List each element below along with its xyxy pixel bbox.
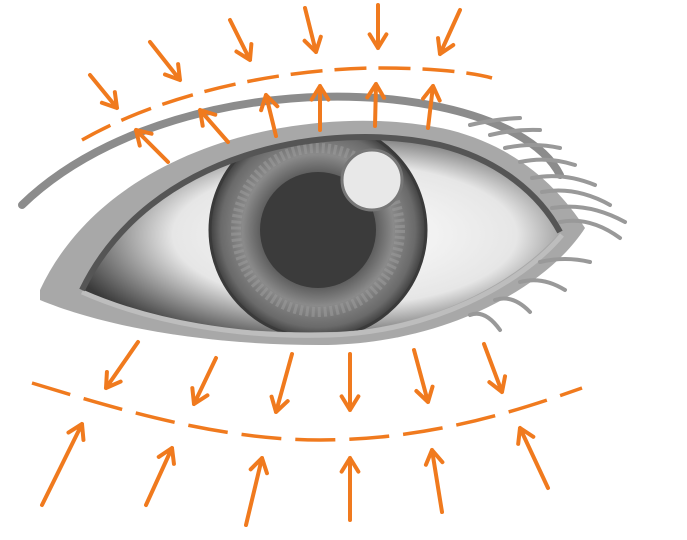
arrow-icon <box>244 456 269 527</box>
arrow-icon <box>228 18 254 62</box>
arrow-icon <box>148 40 182 82</box>
eyelash <box>518 157 577 167</box>
lower-dashed-arc <box>31 381 583 442</box>
eyelash <box>530 174 597 187</box>
arrow-icon <box>516 426 550 490</box>
iris-ring <box>231 143 405 317</box>
arrow-icon <box>482 342 508 394</box>
pupil <box>260 172 376 288</box>
eyelash <box>468 311 502 332</box>
arrow-icon <box>104 340 140 390</box>
arrow-icon <box>339 352 361 412</box>
highlight <box>340 148 404 212</box>
eyelash <box>488 127 542 137</box>
eyelash <box>468 116 522 127</box>
eyelash <box>540 188 612 207</box>
arrow-icon <box>40 422 86 507</box>
arrow-icon <box>134 128 170 164</box>
arrow-icon <box>436 8 462 56</box>
arrow-icon <box>309 84 331 132</box>
arrow-icon <box>423 448 445 514</box>
eyelash <box>503 143 562 150</box>
arrow-icon <box>365 82 387 128</box>
eyelash <box>558 218 622 240</box>
eyelash <box>538 257 592 264</box>
arrow-icon <box>198 108 230 144</box>
lower-lid-rim <box>80 233 564 338</box>
upper-lid-rim <box>79 134 563 292</box>
arrow-icon <box>339 456 361 522</box>
arrows-group <box>40 3 550 527</box>
arrow-icon <box>190 356 218 406</box>
arrow-icon <box>269 352 294 414</box>
eyelash <box>550 204 627 224</box>
upper-crease <box>18 92 564 209</box>
arrow-icon <box>412 348 435 404</box>
eyelash <box>518 278 567 292</box>
arrow-icon <box>144 446 176 507</box>
upper-dashed-arc <box>81 66 493 142</box>
arrow-icon <box>259 93 280 138</box>
eyelashes <box>468 116 627 332</box>
arrow-icon <box>302 6 323 54</box>
arrow-icon <box>421 84 442 130</box>
eyelash <box>493 296 532 314</box>
arrow-icon <box>367 3 389 50</box>
arrow-icon <box>88 73 119 110</box>
